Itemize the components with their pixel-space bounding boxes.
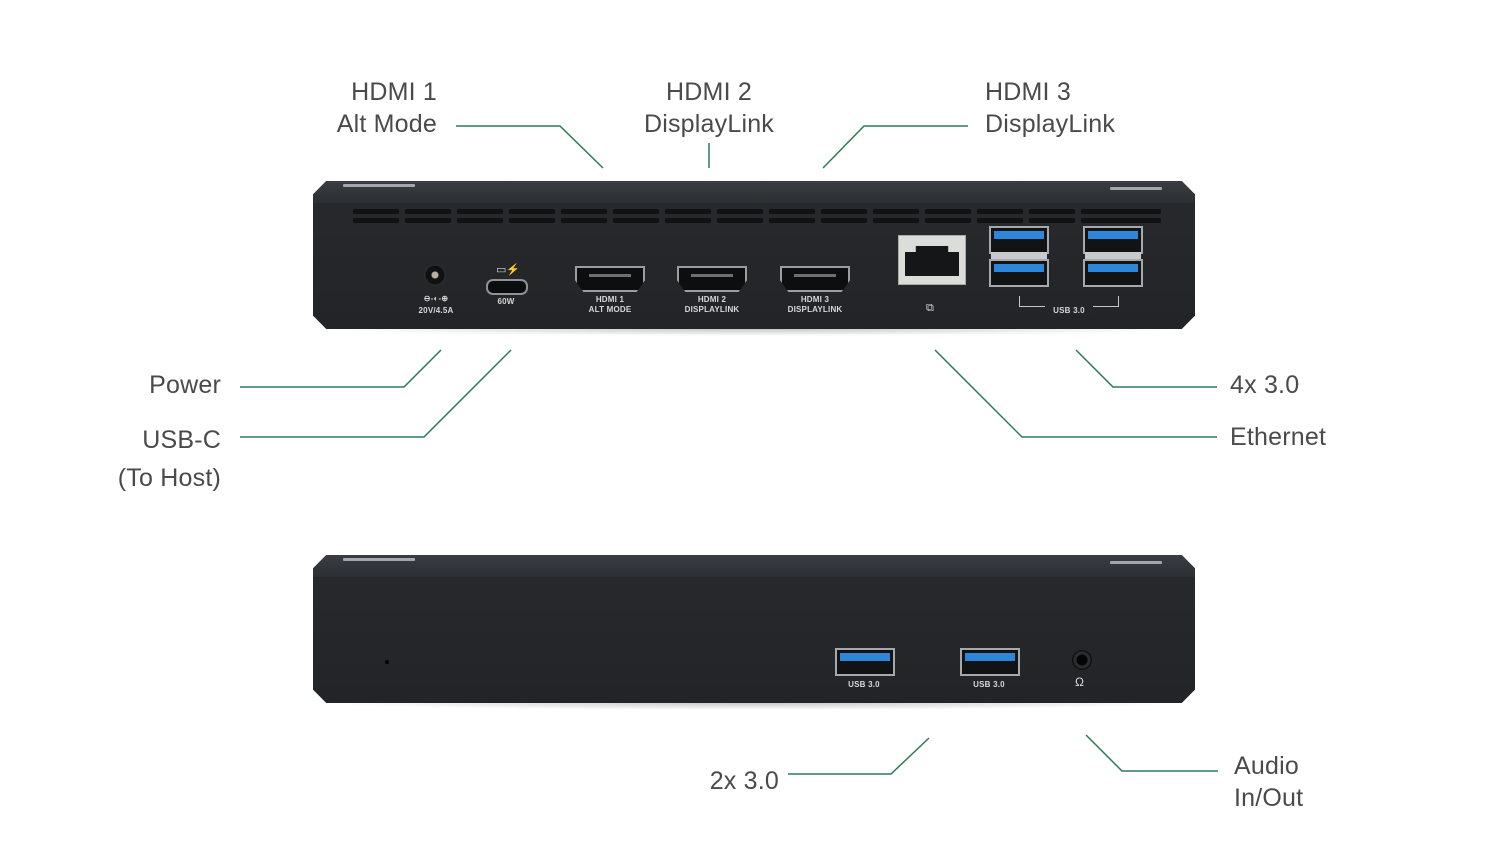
hdmi3-port <box>780 266 850 292</box>
usb-a-port-3 <box>1083 226 1143 254</box>
model-badge <box>1110 561 1162 564</box>
headset-icon: Ω <box>1075 675 1084 689</box>
callout-audio-title: Audio <box>1234 752 1299 780</box>
network-icon: ⧉ <box>926 302 934 314</box>
callout-hdmi2: HDMI 2 DisplayLink <box>620 76 798 140</box>
power-port <box>424 264 446 286</box>
front-usb-a-port-2-label: USB 3.0 <box>973 680 1005 689</box>
usb-c-port <box>486 279 528 295</box>
callout-ethernet-title: Ethernet <box>1230 423 1327 451</box>
callout-hdmi1-subtitle: Alt Mode <box>336 110 437 138</box>
callout-hdmi3: HDMI 3 DisplayLink <box>985 76 1115 140</box>
front-usb-a-port-1-label: USB 3.0 <box>848 680 880 689</box>
front-usb-a-port-1 <box>835 648 895 676</box>
callout-usbc-title: USB-C <box>142 426 221 454</box>
hdmi2-port <box>677 266 747 292</box>
front-usb-a-port-2 <box>960 648 1020 676</box>
hdmi1-port <box>575 266 645 292</box>
ethernet-port <box>898 235 966 285</box>
brand-logo <box>343 558 415 561</box>
brand-logo <box>343 184 415 187</box>
callout-hdmi3-title: HDMI 3 <box>985 78 1071 106</box>
dock-front: USB 3.0 USB 3.0 Ω <box>313 555 1195 703</box>
model-badge <box>1110 187 1162 190</box>
callout-hdmi2-subtitle: DisplayLink <box>643 110 775 138</box>
audio-jack <box>1072 650 1092 670</box>
usb-c-port-label: 60W <box>497 297 515 306</box>
dock-front-top-bevel <box>313 555 1195 577</box>
callout-hdmi3-subtitle: DisplayLink <box>985 110 1116 138</box>
power-port-label: 20V/4.5A <box>418 306 454 315</box>
dock-rear-top-bevel <box>313 181 1195 203</box>
callout-hdmi2-title: HDMI 2 <box>666 78 752 106</box>
usb-a-port-4 <box>1083 259 1143 287</box>
callout-power-title: Power <box>149 371 221 399</box>
callout-usbc: USB-C (To Host) <box>80 421 221 497</box>
callout-usb-4x-title: 4x 3.0 <box>1230 371 1300 399</box>
callout-usb-4x: 4x 3.0 <box>1230 369 1299 401</box>
power-polarity-icon: ⊖-◐-⊕ <box>423 294 449 303</box>
callout-audio-subtitle: In/Out <box>1234 784 1304 812</box>
laptop-charge-icon: ▭⚡ <box>496 264 521 276</box>
callout-usb-2x-title: 2x 3.0 <box>709 767 779 795</box>
power-led <box>385 660 389 664</box>
usb-a-port-2 <box>989 259 1049 287</box>
callout-power: Power <box>80 369 221 401</box>
callout-audio: Audio In/Out <box>1234 750 1303 814</box>
usb-a-port-1 <box>989 226 1049 254</box>
callout-usb-2x: 2x 3.0 <box>680 765 779 797</box>
callout-ethernet: Ethernet <box>1230 421 1326 453</box>
callout-hdmi1-title: HDMI 1 <box>351 78 437 106</box>
callout-hdmi1: HDMI 1 Alt Mode <box>300 76 437 140</box>
usb-group-label: USB 3.0 <box>1045 306 1093 316</box>
callout-usbc-subtitle: (To Host) <box>117 464 221 492</box>
